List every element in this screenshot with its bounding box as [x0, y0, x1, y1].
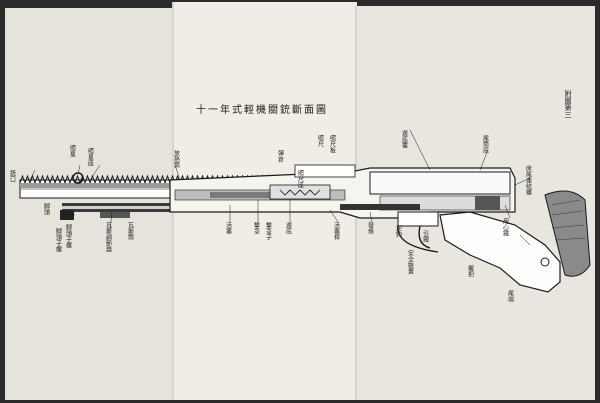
label-sear: 逆鉤 [395, 224, 402, 238]
label-bipod-head: 脚頭 [43, 202, 50, 216]
label-safety: 安全裝置 [407, 249, 414, 274]
label-rear-sight-slide: 照尺座 [297, 170, 304, 189]
cooling-fin-band [20, 183, 300, 188]
label-piston: 活塞 [225, 221, 232, 234]
label-hopper: 彈倉 [277, 150, 284, 163]
diagram-title: 十一年式輕機關銃斷面圖 [196, 103, 328, 116]
label-rear-sight: 照尺 [317, 135, 324, 148]
label-cooling-fins: 放熱筒 [173, 149, 180, 169]
receiver-cover [369, 171, 511, 195]
label-front-sight: 照星 [69, 145, 76, 157]
label-bipod-pin: 脚頭子螺 [65, 223, 72, 249]
label-bolt-spring: 撃茎 [253, 221, 260, 234]
leader-lines [29, 129, 531, 246]
stock [439, 190, 591, 293]
label-trigger-guard: 用心鐵 [502, 218, 509, 237]
label-stock-bolt: 床尾連結螺 [525, 164, 532, 196]
label-front-sight-base: 照星座 [87, 148, 94, 167]
label-tail: 尾端 [507, 290, 514, 303]
trigger [418, 225, 431, 249]
label-gas-regulator: 瓦斯調節器 [105, 222, 112, 253]
trigger-guard [397, 225, 439, 253]
label-bolt-carrier: 遊底 [285, 221, 292, 235]
label-bipod-lock: 脚頭子螺 [55, 227, 62, 253]
label-grip: 握把 [467, 264, 474, 278]
label-gas-cylinder: 瓦斯筒 [127, 222, 134, 241]
label-piston-rod: 活塞桿 [333, 221, 340, 241]
label-buttplate: 尾筒底 [482, 135, 489, 154]
trigger-group [397, 211, 439, 253]
label-trigger: 引鐵 [422, 229, 429, 243]
label-receiver-cover: 遊底覆 [401, 129, 408, 148]
label-rear-sight-leaf: 照尺板 [329, 135, 336, 154]
label-firing-pin: 撃茎子 [265, 221, 272, 240]
label-spring-guide: 發條 [367, 221, 374, 235]
label-muzzle: 銃口 [9, 169, 16, 183]
receiver [169, 164, 516, 219]
bipod-head [60, 210, 74, 220]
plate-number: 附圖第三 [564, 89, 572, 118]
rear-sight [294, 164, 356, 178]
